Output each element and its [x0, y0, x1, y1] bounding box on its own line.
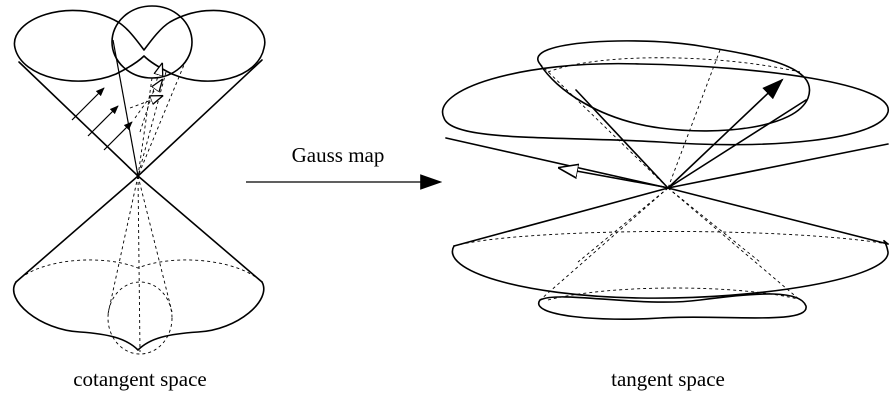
horizontal-line-left	[445, 137, 669, 189]
upper-rim-2	[537, 40, 811, 132]
upper-cone-side-right	[667, 99, 807, 189]
lower-cone-side-right	[667, 187, 889, 245]
lower-rim-1-back	[453, 231, 889, 247]
small-cone-top	[111, 5, 193, 79]
lower-cone-rim-back	[15, 259, 263, 283]
lower-cone-dash-3	[577, 187, 669, 263]
small-cone-left-side	[112, 39, 139, 177]
cotangent-space-caption: cotangent space	[73, 367, 207, 391]
hollow-arrow-2	[134, 80, 162, 119]
lower-small-cone-right	[137, 175, 173, 313]
upper-rim-1	[441, 62, 889, 146]
lower-cone-dash-4	[667, 187, 761, 263]
horizontal-line-right	[667, 143, 889, 189]
covector-arrow-2	[87, 105, 119, 137]
lower-rim-2-hidden	[547, 287, 803, 301]
lower-small-cone-axis	[137, 175, 141, 353]
upper-cone-right-side	[137, 59, 263, 177]
upper-cone-side-left	[575, 89, 669, 189]
tangent-double-cone	[441, 40, 889, 320]
lower-rim-2	[537, 293, 807, 320]
hollow-arrow-1	[139, 64, 162, 133]
lower-cone-dash-2	[667, 187, 801, 301]
upper-cone-left-side	[18, 61, 139, 177]
covector-arrow-3	[103, 121, 133, 151]
tangent-vector-arrow	[667, 78, 784, 189]
lower-cone-rim-front	[13, 281, 265, 351]
small-cone-axis	[137, 77, 153, 177]
covector-arrow-1	[71, 87, 105, 121]
lower-cone-right-side	[137, 175, 263, 283]
upper-rim-2-hidden	[547, 57, 801, 73]
lower-small-cone-base	[107, 281, 173, 355]
hollow-arrow-tangent	[560, 168, 665, 188]
lower-small-cone-left	[107, 175, 139, 315]
upper-cone-dash-mid	[667, 49, 721, 189]
lower-cone-left-side	[15, 175, 139, 283]
lower-cone-dash-1	[539, 187, 669, 301]
tangent-space-caption: tangent space	[611, 367, 725, 391]
lower-cone-side-left	[453, 187, 669, 247]
gauss-map-arrow-group: Gauss map	[246, 143, 443, 190]
gauss-map-label: Gauss map	[292, 143, 385, 167]
upper-cone-rim	[13, 9, 266, 82]
cotangent-double-cone	[13, 5, 266, 355]
small-cone-right-side	[137, 59, 187, 177]
lower-rim-1-front	[451, 239, 889, 299]
